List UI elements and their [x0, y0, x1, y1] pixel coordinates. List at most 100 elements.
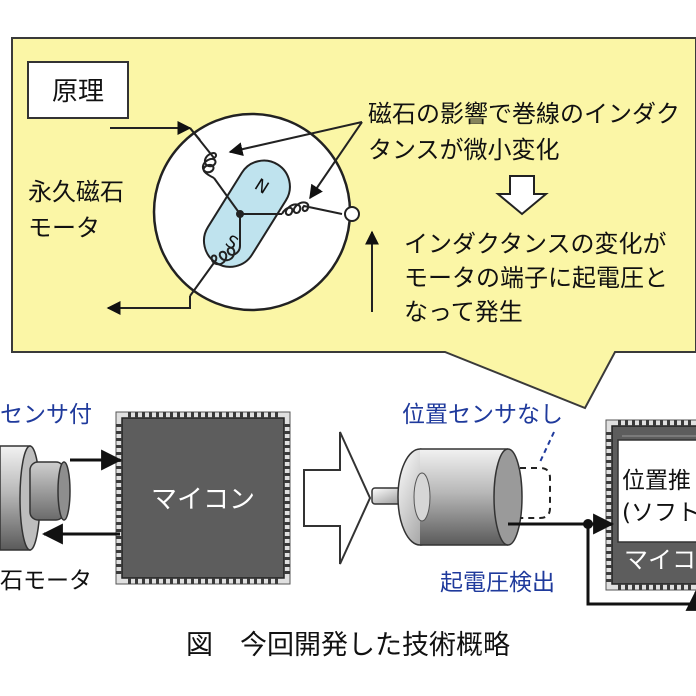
chip-pin	[284, 438, 290, 441]
chip-pin	[284, 564, 290, 567]
chip-pin	[254, 412, 257, 418]
chip-pin	[247, 578, 250, 584]
chip-pin	[284, 431, 290, 434]
chip-pin	[606, 516, 612, 519]
chip-pin	[606, 565, 612, 568]
result-line1: インダクタンスの変化が	[404, 230, 667, 258]
chip-pin	[184, 578, 187, 584]
chip-pin	[233, 412, 236, 418]
winding-star	[213, 177, 282, 246]
no-sensor-label: 位置センサなし	[402, 402, 563, 428]
chip-pin	[606, 551, 612, 554]
chip-pin	[284, 494, 290, 497]
chip-pin	[606, 474, 612, 477]
chip-pin	[284, 571, 290, 574]
chip-pin	[284, 459, 290, 462]
chip-pin	[128, 412, 131, 418]
right-mcu-chip	[605, 419, 696, 591]
chip-pin	[284, 445, 290, 448]
chip-pin	[284, 480, 290, 483]
sensor-label: センサ付	[0, 402, 92, 428]
chip-pin	[128, 578, 131, 584]
chip-pin	[156, 578, 159, 584]
chip-pin	[632, 584, 635, 590]
chip-pin	[116, 564, 122, 567]
chip-pin	[606, 460, 612, 463]
chip-pin	[135, 412, 138, 418]
chip-pin	[116, 557, 122, 560]
chip-pin	[268, 412, 271, 418]
chip-pin	[212, 412, 215, 418]
chip-pin	[177, 412, 180, 418]
chip-pin	[116, 515, 122, 518]
chip-pin	[639, 584, 642, 590]
chip-pin	[226, 578, 229, 584]
left-mcu-pins	[116, 412, 290, 584]
chip-pin	[688, 420, 691, 426]
chip-pin	[163, 412, 166, 418]
absent-sensor-outline	[520, 467, 551, 519]
chip-pin	[674, 584, 677, 590]
chip-pin	[284, 529, 290, 532]
chip-pin	[284, 424, 290, 427]
principle-label: 原理	[52, 77, 104, 107]
chip-pin	[116, 473, 122, 476]
chip-pin	[275, 412, 278, 418]
chip-pin	[191, 578, 194, 584]
chip-pin	[284, 515, 290, 518]
right-mcu-pins	[606, 420, 691, 590]
chip-pin	[116, 571, 122, 574]
chip-pin	[116, 543, 122, 546]
chip-pin	[284, 508, 290, 511]
chip-pin	[639, 420, 642, 426]
note-line1: 磁石の影響で巻線のインダク	[368, 100, 680, 128]
chip-pin	[198, 412, 201, 418]
chip-pin	[226, 412, 229, 418]
chip-pin	[240, 578, 243, 584]
note-line2: タンスが微小変化	[368, 136, 560, 164]
chip-pin	[116, 466, 122, 469]
chip-pin	[606, 488, 612, 491]
chip-pin	[606, 572, 612, 575]
chip-pin	[116, 536, 122, 539]
chip-pin	[606, 509, 612, 512]
chip-pin	[606, 558, 612, 561]
chip-pin	[116, 431, 122, 434]
chip-pin	[219, 412, 222, 418]
chip-pin	[632, 420, 635, 426]
chip-pin	[205, 578, 208, 584]
chip-pin	[149, 578, 152, 584]
chip-pin	[625, 584, 628, 590]
note-pointer-2	[309, 121, 363, 200]
chip-pin	[284, 473, 290, 476]
chip-pin	[660, 420, 663, 426]
chip-pin	[170, 412, 173, 418]
chip-pin	[606, 530, 612, 533]
chip-pin	[606, 439, 612, 442]
right-mcu-label: マイコ	[624, 546, 696, 574]
chip-pin	[116, 480, 122, 483]
chip-pin	[212, 578, 215, 584]
chip-pin	[191, 412, 194, 418]
terminal-line-top-ext	[189, 127, 201, 141]
chip-pin	[606, 495, 612, 498]
chip-pin	[660, 584, 663, 590]
left-motor-label: 石モータ	[0, 568, 92, 594]
chip-pin	[177, 578, 180, 584]
coil-right	[281, 201, 343, 216]
chip-pin	[116, 508, 122, 511]
chip-pin	[606, 446, 612, 449]
left-mcu-chip	[115, 411, 291, 585]
chip-pin	[170, 578, 173, 584]
chip-pin	[681, 584, 684, 590]
chip-pin	[688, 584, 691, 590]
motor-label-line1: 永久磁石	[28, 178, 124, 206]
chip-pin	[606, 467, 612, 470]
feedback-line	[586, 524, 696, 611]
chip-pin	[116, 487, 122, 490]
chip-pin	[618, 420, 621, 426]
chip-pin	[606, 453, 612, 456]
chip-pin	[116, 522, 122, 525]
chip-pin	[667, 584, 670, 590]
